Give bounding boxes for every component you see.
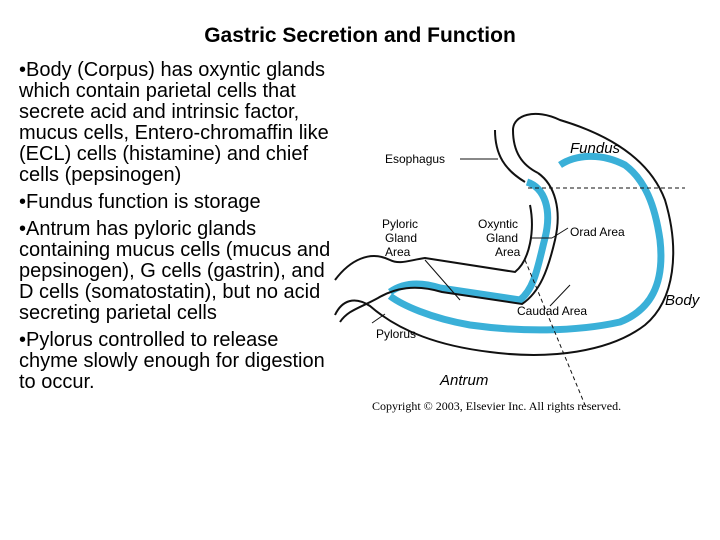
pyloric-leader <box>424 259 461 301</box>
pylorus-leader <box>371 313 386 324</box>
bullet-pylorus: •Pylorus controlled to release chyme slo… <box>19 329 325 393</box>
stomach-diagram: Fundus Esophagus Pyloric Gland Area Oxyn… <box>330 110 710 430</box>
bullet-antrum: •Antrum has pyloric glands containing mu… <box>19 218 331 324</box>
label-oxyntic-2: Gland <box>486 231 518 245</box>
bullet-fundus: •Fundus function is storage <box>19 191 261 213</box>
pylorus-wall <box>334 204 533 281</box>
label-orad-area: Orad Area <box>570 225 625 239</box>
caudad-leader <box>549 284 571 307</box>
esophagus-shape <box>494 129 526 183</box>
slide-title: Gastric Secretion and Function <box>204 24 516 47</box>
orad-leader <box>551 227 569 239</box>
label-pyloric-3: Area <box>385 245 411 259</box>
mucosa-band <box>387 152 665 334</box>
label-pylorus: Pylorus <box>376 327 416 341</box>
stomach-outer-wall <box>334 112 675 356</box>
label-esophagus: Esophagus <box>385 152 445 166</box>
label-fundus: Fundus <box>570 140 621 157</box>
caudad-divider-line <box>524 259 586 406</box>
label-body: Body <box>665 292 701 309</box>
stomach-inner-wall <box>339 172 559 323</box>
label-antrum: Antrum <box>439 372 488 389</box>
stomach-diagram-svg: Fundus Esophagus Pyloric Gland Area Oxyn… <box>334 112 701 413</box>
bullet-list: •Body (Corpus) has oxyntic glands which … <box>19 60 339 399</box>
label-oxyntic-1: Oxyntic <box>478 217 518 231</box>
label-caudad-area: Caudad Area <box>517 304 587 318</box>
label-pyloric-2: Gland <box>385 231 417 245</box>
bullet-body: •Body (Corpus) has oxyntic glands which … <box>19 59 329 186</box>
copyright-notice: Copyright © 2003, Elsevier Inc. All righ… <box>372 399 621 413</box>
label-pyloric-1: Pyloric <box>382 217 418 231</box>
esophagus-inner-shape <box>512 129 539 174</box>
label-oxyntic-3: Area <box>495 245 521 259</box>
